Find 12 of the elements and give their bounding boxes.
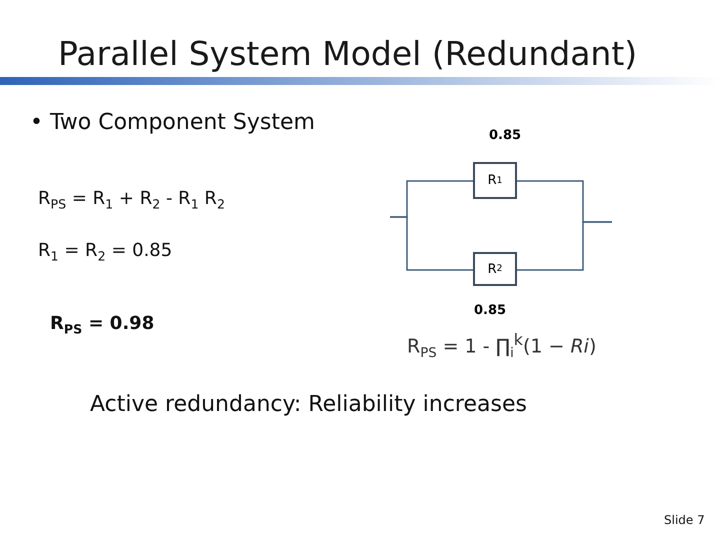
connector-line	[390, 216, 473, 271]
slide-title: Parallel System Model (Redundant)	[58, 34, 638, 73]
equation: R$_{1}$ = R$_{2}$ = 0.85	[38, 240, 172, 264]
bullet-text: • Two Component System	[30, 110, 315, 135]
equation: R$_{PS}$ = R$_{1}$ + R$_{2}$ - R$_{1}$ R$_{2}$	[38, 188, 225, 212]
connector-line	[517, 221, 612, 271]
formula: R$_{PS}$ = 1 - ∏$_{i}$$^{k}$(1 − Ri)	[407, 330, 596, 362]
reliability-value: 0.85	[489, 128, 522, 143]
conclusion-text: Active redundancy: Reliability increases	[90, 392, 527, 417]
slide-number: Slide 7	[664, 513, 705, 527]
result-equation: R$_{PS}$ = 0.98	[50, 313, 154, 337]
reliability-value: 0.85	[474, 303, 506, 318]
